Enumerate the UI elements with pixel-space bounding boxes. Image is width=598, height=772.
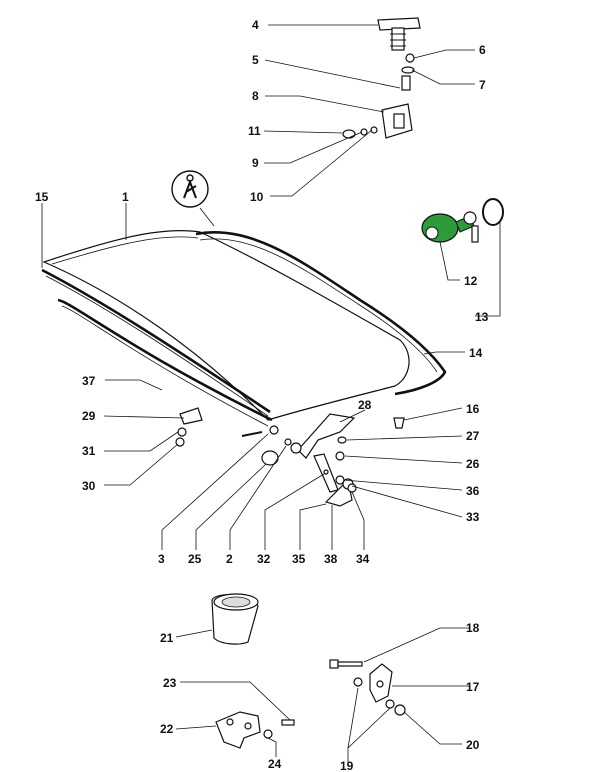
rubber-cup-21 — [211, 593, 259, 645]
bushing-3 — [269, 425, 279, 435]
label-7: 7 — [479, 78, 486, 92]
front-seal-inner — [45, 275, 269, 417]
hinge-22 — [215, 711, 261, 749]
leader-lines — [41, 24, 501, 762]
label-13: 13 — [475, 310, 489, 324]
label-10: 10 — [250, 190, 264, 204]
washer-27 — [337, 436, 347, 444]
bolt-23 — [281, 719, 295, 726]
pin-32 — [323, 469, 329, 475]
nut-26 — [335, 451, 345, 461]
label-23: 23 — [163, 676, 177, 690]
label-38: 38 — [324, 552, 338, 566]
bolt-5 — [401, 75, 411, 91]
grommet-25 — [261, 450, 279, 466]
lock-cylinder — [421, 213, 475, 243]
nut-20 — [394, 704, 406, 716]
rod-end — [241, 431, 263, 437]
lid-panel — [42, 230, 410, 421]
lid-seal — [195, 231, 447, 396]
callout-labels: 4 5 6 7 8 11 9 10 15 1 12 13 14 37 28 16… — [35, 18, 489, 772]
label-2: 2 — [226, 552, 233, 566]
label-16: 16 — [466, 402, 480, 416]
lock-latch-17 — [369, 663, 393, 703]
label-34: 34 — [356, 552, 370, 566]
front-seal — [41, 268, 271, 414]
washer-34 — [347, 483, 357, 493]
label-32: 32 — [257, 552, 271, 566]
label-6: 6 — [479, 43, 486, 57]
washer-24 — [263, 729, 273, 739]
label-30: 30 — [82, 479, 96, 493]
label-37: 37 — [82, 374, 96, 388]
label-25: 25 — [188, 552, 202, 566]
key — [463, 211, 479, 243]
label-8: 8 — [252, 89, 259, 103]
washer-19a — [353, 677, 363, 687]
label-4: 4 — [252, 18, 259, 32]
pivot-2 — [284, 438, 292, 446]
label-19: 19 — [340, 759, 354, 772]
striker-plate — [377, 17, 421, 51]
label-27: 27 — [466, 429, 480, 443]
label-11: 11 — [248, 124, 261, 138]
label-24: 24 — [268, 757, 282, 771]
label-20: 20 — [466, 738, 480, 752]
label-1: 1 — [122, 190, 129, 204]
label-35: 35 — [292, 552, 306, 566]
label-21: 21 — [160, 631, 174, 645]
washer-6 — [405, 53, 415, 63]
label-12: 12 — [464, 274, 478, 288]
grease-point-icon — [171, 170, 209, 208]
bolt-18 — [329, 659, 363, 669]
label-31: 31 — [82, 444, 96, 458]
label-3: 3 — [158, 552, 165, 566]
bushing-11 — [342, 129, 356, 139]
label-17: 17 — [466, 680, 480, 694]
label-14: 14 — [469, 346, 483, 360]
buffer-16 — [393, 417, 405, 429]
washer-7 — [401, 66, 415, 74]
lower-rod — [57, 298, 273, 422]
label-33: 33 — [466, 510, 480, 524]
lid-seal-inner — [199, 238, 438, 373]
label-18: 18 — [466, 621, 480, 635]
label-22: 22 — [160, 722, 174, 736]
label-26: 26 — [466, 457, 480, 471]
washer-19b — [385, 699, 395, 709]
lock-ring — [482, 198, 504, 226]
lock-housing — [381, 103, 413, 139]
label-5: 5 — [252, 53, 259, 67]
label-9: 9 — [252, 156, 259, 170]
hinge-bracket — [290, 413, 356, 459]
washer-31 — [177, 427, 187, 437]
label-15: 15 — [35, 190, 49, 204]
clip-29 — [179, 407, 203, 425]
nut-10 — [370, 126, 378, 134]
label-28: 28 — [358, 398, 372, 412]
label-29: 29 — [82, 409, 96, 423]
lower-rod-inner — [61, 305, 269, 427]
label-36: 36 — [466, 484, 480, 498]
